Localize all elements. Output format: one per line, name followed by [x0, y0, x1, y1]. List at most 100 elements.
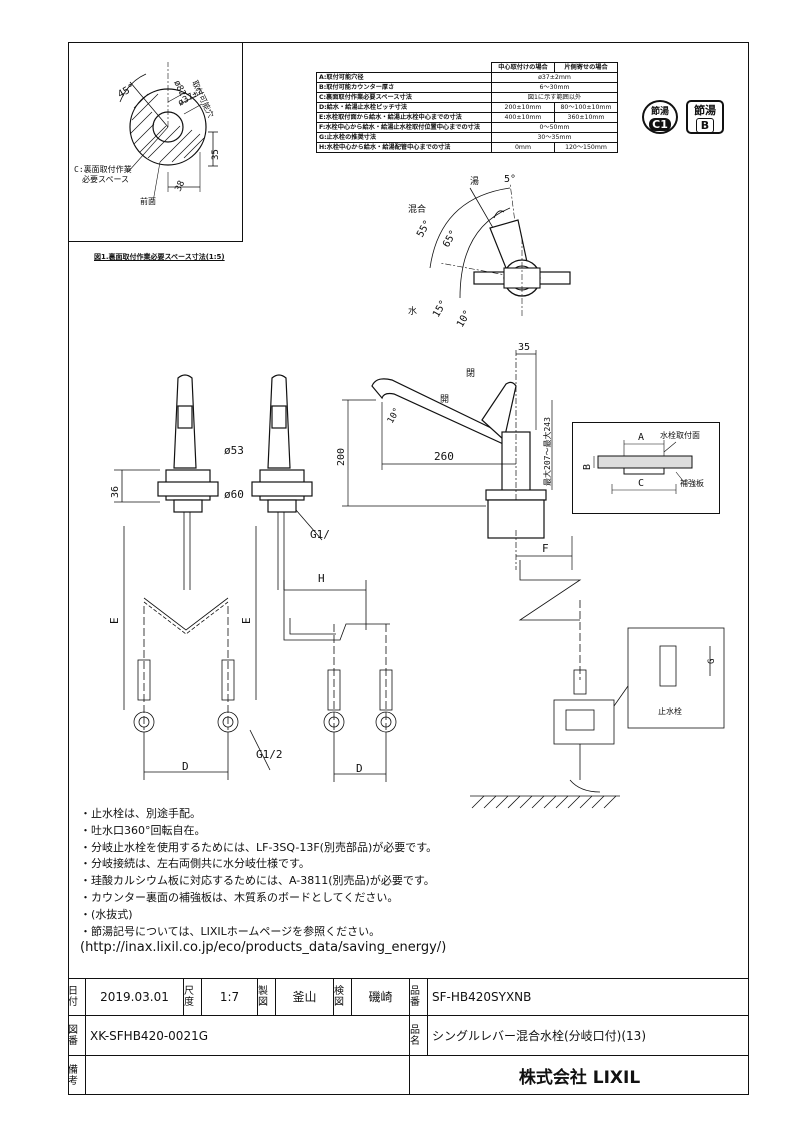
- note-url: (http://inax.lixil.co.jp/eco/products_da…: [80, 940, 447, 956]
- tb-prod-label-text: 品番: [410, 985, 420, 1008]
- stop-valve-view: G 止水栓: [470, 560, 725, 809]
- tb-dwg-label: 図番: [68, 1016, 86, 1056]
- tb-name-label: 品名: [410, 1016, 428, 1056]
- spec-row-v1: 図1に示す範囲以外: [491, 92, 618, 103]
- spec-row-label: C:裏面取付作業必要スペース寸法: [316, 92, 492, 103]
- dim-35: 35: [518, 342, 530, 353]
- spec-row-label: F:水栓中心から給水・給湯止水栓取付位置中心までの寸法: [316, 122, 492, 133]
- tb-dwg-label-text: 図番: [68, 1024, 78, 1047]
- inset-front: 前面: [140, 196, 156, 206]
- spec-row-label: E:水栓取付面から給水・給湯止水栓中心までの寸法: [316, 112, 492, 123]
- label-open: 開: [440, 394, 449, 405]
- label-mix: 混合: [408, 203, 426, 215]
- label-reinforce: 補強板: [680, 478, 704, 488]
- label-close: 閉: [466, 368, 475, 379]
- tb-date: 2019.03.01: [86, 978, 184, 1016]
- angle-10: 10°: [455, 308, 474, 328]
- dim-a: A: [638, 432, 644, 443]
- spec-row-label: G:止水栓の推奨寸法: [316, 132, 492, 143]
- badge-b: 節湯 B: [686, 100, 724, 134]
- tb-name: シングルレバー混合水栓(分岐口付)(13): [428, 1016, 749, 1056]
- spec-row-v1: 30～35mm: [491, 132, 618, 143]
- tb-check: 磯崎: [352, 978, 410, 1016]
- front-views: ø53 ø60 36 G1/2 E E G1/2 D: [108, 374, 330, 780]
- tb-check-label-text: 検図: [334, 985, 344, 1008]
- dim-d-right: D: [356, 762, 363, 775]
- drawing-frame: [68, 42, 749, 1095]
- tb-drawn-label-text: 製図: [258, 985, 268, 1008]
- badge-c1: 節湯 C1: [642, 100, 678, 134]
- inset-box: [68, 42, 243, 242]
- badge-c1-bottom: C1: [649, 118, 671, 131]
- tb-date-label: 日付: [68, 978, 86, 1016]
- tb-check-label: 検図: [334, 978, 352, 1016]
- spec-row-v1: 6～30mm: [491, 82, 618, 93]
- inset-diagram: 45° ø82 取付可能穴 ø37±2 35 38 C:裏面取付作業 必要スペー…: [74, 62, 221, 206]
- badge-b-top: 節湯: [694, 104, 716, 117]
- tb-remark-label-text: 備考: [68, 1064, 78, 1087]
- tb-company: 株式会社 LIXIL: [518, 1068, 641, 1088]
- mount-detail: A B C 水栓取付面 補強板: [582, 430, 704, 494]
- note-item: ・節湯記号については、LIXILホームページを参照ください。: [80, 924, 381, 938]
- label-stop-valve: 止水栓: [658, 706, 682, 716]
- spec-row-v2: 360±10mm: [554, 112, 618, 123]
- spec-row-label: B:取付可能カウンター厚さ: [316, 82, 492, 93]
- spec-row-label: D:給水・給湯止水栓ピッチ寸法: [316, 102, 492, 113]
- dim-f: F: [542, 542, 549, 555]
- badge-c1-top: 節湯: [650, 107, 669, 117]
- inset-caption: 図1.裏面取付作業必要スペース寸法(1:5): [94, 253, 225, 261]
- inset-c-label: C:裏面取付作業: [74, 164, 132, 174]
- inset-dim-35: 35: [211, 149, 221, 160]
- angle-55: 55°: [415, 218, 434, 239]
- badge-b-bottom: B: [696, 118, 714, 133]
- note-item: ・(水抜式): [80, 907, 133, 921]
- label-cold: 水: [408, 305, 417, 317]
- dim-36: 36: [110, 486, 121, 498]
- dim-53: ø53: [224, 444, 244, 457]
- spec-row-label: A:取付可能穴径: [316, 72, 492, 83]
- spec-row-v1: ø37±2mm: [491, 72, 618, 83]
- spec-row-v1: 200±10mm: [491, 102, 555, 113]
- inset-c-label-2: 必要スペース: [82, 174, 129, 184]
- tb-scale-label-text: 尺度: [184, 985, 194, 1008]
- tb-drawn-label: 製図: [258, 978, 276, 1016]
- spec-row-v2: 120～150mm: [554, 142, 618, 153]
- dim-h: H: [318, 572, 325, 585]
- spec-row-v1: 0mm: [491, 142, 555, 153]
- tb-scale-label: 尺度: [184, 978, 202, 1016]
- angle-15: 15°: [431, 298, 450, 319]
- inset-angle: 45°: [116, 82, 137, 101]
- side-elevation: 閉 開 35 200 260 10° 最大207～最大243 F: [336, 342, 573, 570]
- dim-c: C: [638, 478, 644, 489]
- lever-top-view: 湯 混合 水 5° 55° 65° 15° 10°: [408, 174, 571, 328]
- tb-remark-label: 備考: [68, 1056, 86, 1095]
- note-item: ・分岐止水栓を使用するためには、LF-3SQ-13F(別売部品)が必要です。: [80, 840, 438, 854]
- tb-dwg: XK-SFHB420-0021G: [86, 1016, 410, 1056]
- dim-e-mid: E: [240, 617, 253, 624]
- tb-name-label-text: 品名: [410, 1024, 420, 1047]
- spec-row-v1: 400±10mm: [491, 112, 555, 123]
- tb-prod: SF-HB420SYXNB: [428, 978, 749, 1016]
- dim-260: 260: [434, 450, 454, 463]
- spec-row-v2: 80～100±10mm: [554, 102, 618, 113]
- note-item: ・分岐接続は、左右両側共に水分岐仕様です。: [80, 857, 310, 871]
- inset-dim-38: 38: [174, 179, 188, 193]
- tb-prod-label: 品番: [410, 978, 428, 1016]
- dim-243: 最大207～最大243: [542, 417, 552, 486]
- spec-row-label: H:水栓中心から給水・給湯配管中心までの寸法: [316, 142, 492, 153]
- dim-e-left: E: [108, 617, 121, 624]
- note-item: ・吐水口360°回転自在。: [80, 823, 206, 837]
- g12-upper: G1/2: [310, 528, 330, 541]
- dim-200: 200: [336, 448, 347, 466]
- angle-5: 5°: [504, 174, 516, 185]
- dim-d-left: D: [182, 760, 189, 773]
- title-block: 日付 2019.03.01 尺度 1:7 製図 釜山 検図 磯崎 品番 SF-H…: [68, 978, 749, 1095]
- g12-lower: G1/2: [256, 748, 283, 761]
- tb-remark: [86, 1056, 410, 1095]
- tb-drawn: 釜山: [276, 978, 334, 1016]
- notes: ・止水栓は、別途手配。 ・吐水口360°回転自在。 ・分岐止水栓を使用するために…: [80, 806, 446, 957]
- tb-scale: 1:7: [202, 978, 258, 1016]
- dim-60: ø60: [224, 488, 244, 501]
- dim-b: B: [582, 464, 593, 470]
